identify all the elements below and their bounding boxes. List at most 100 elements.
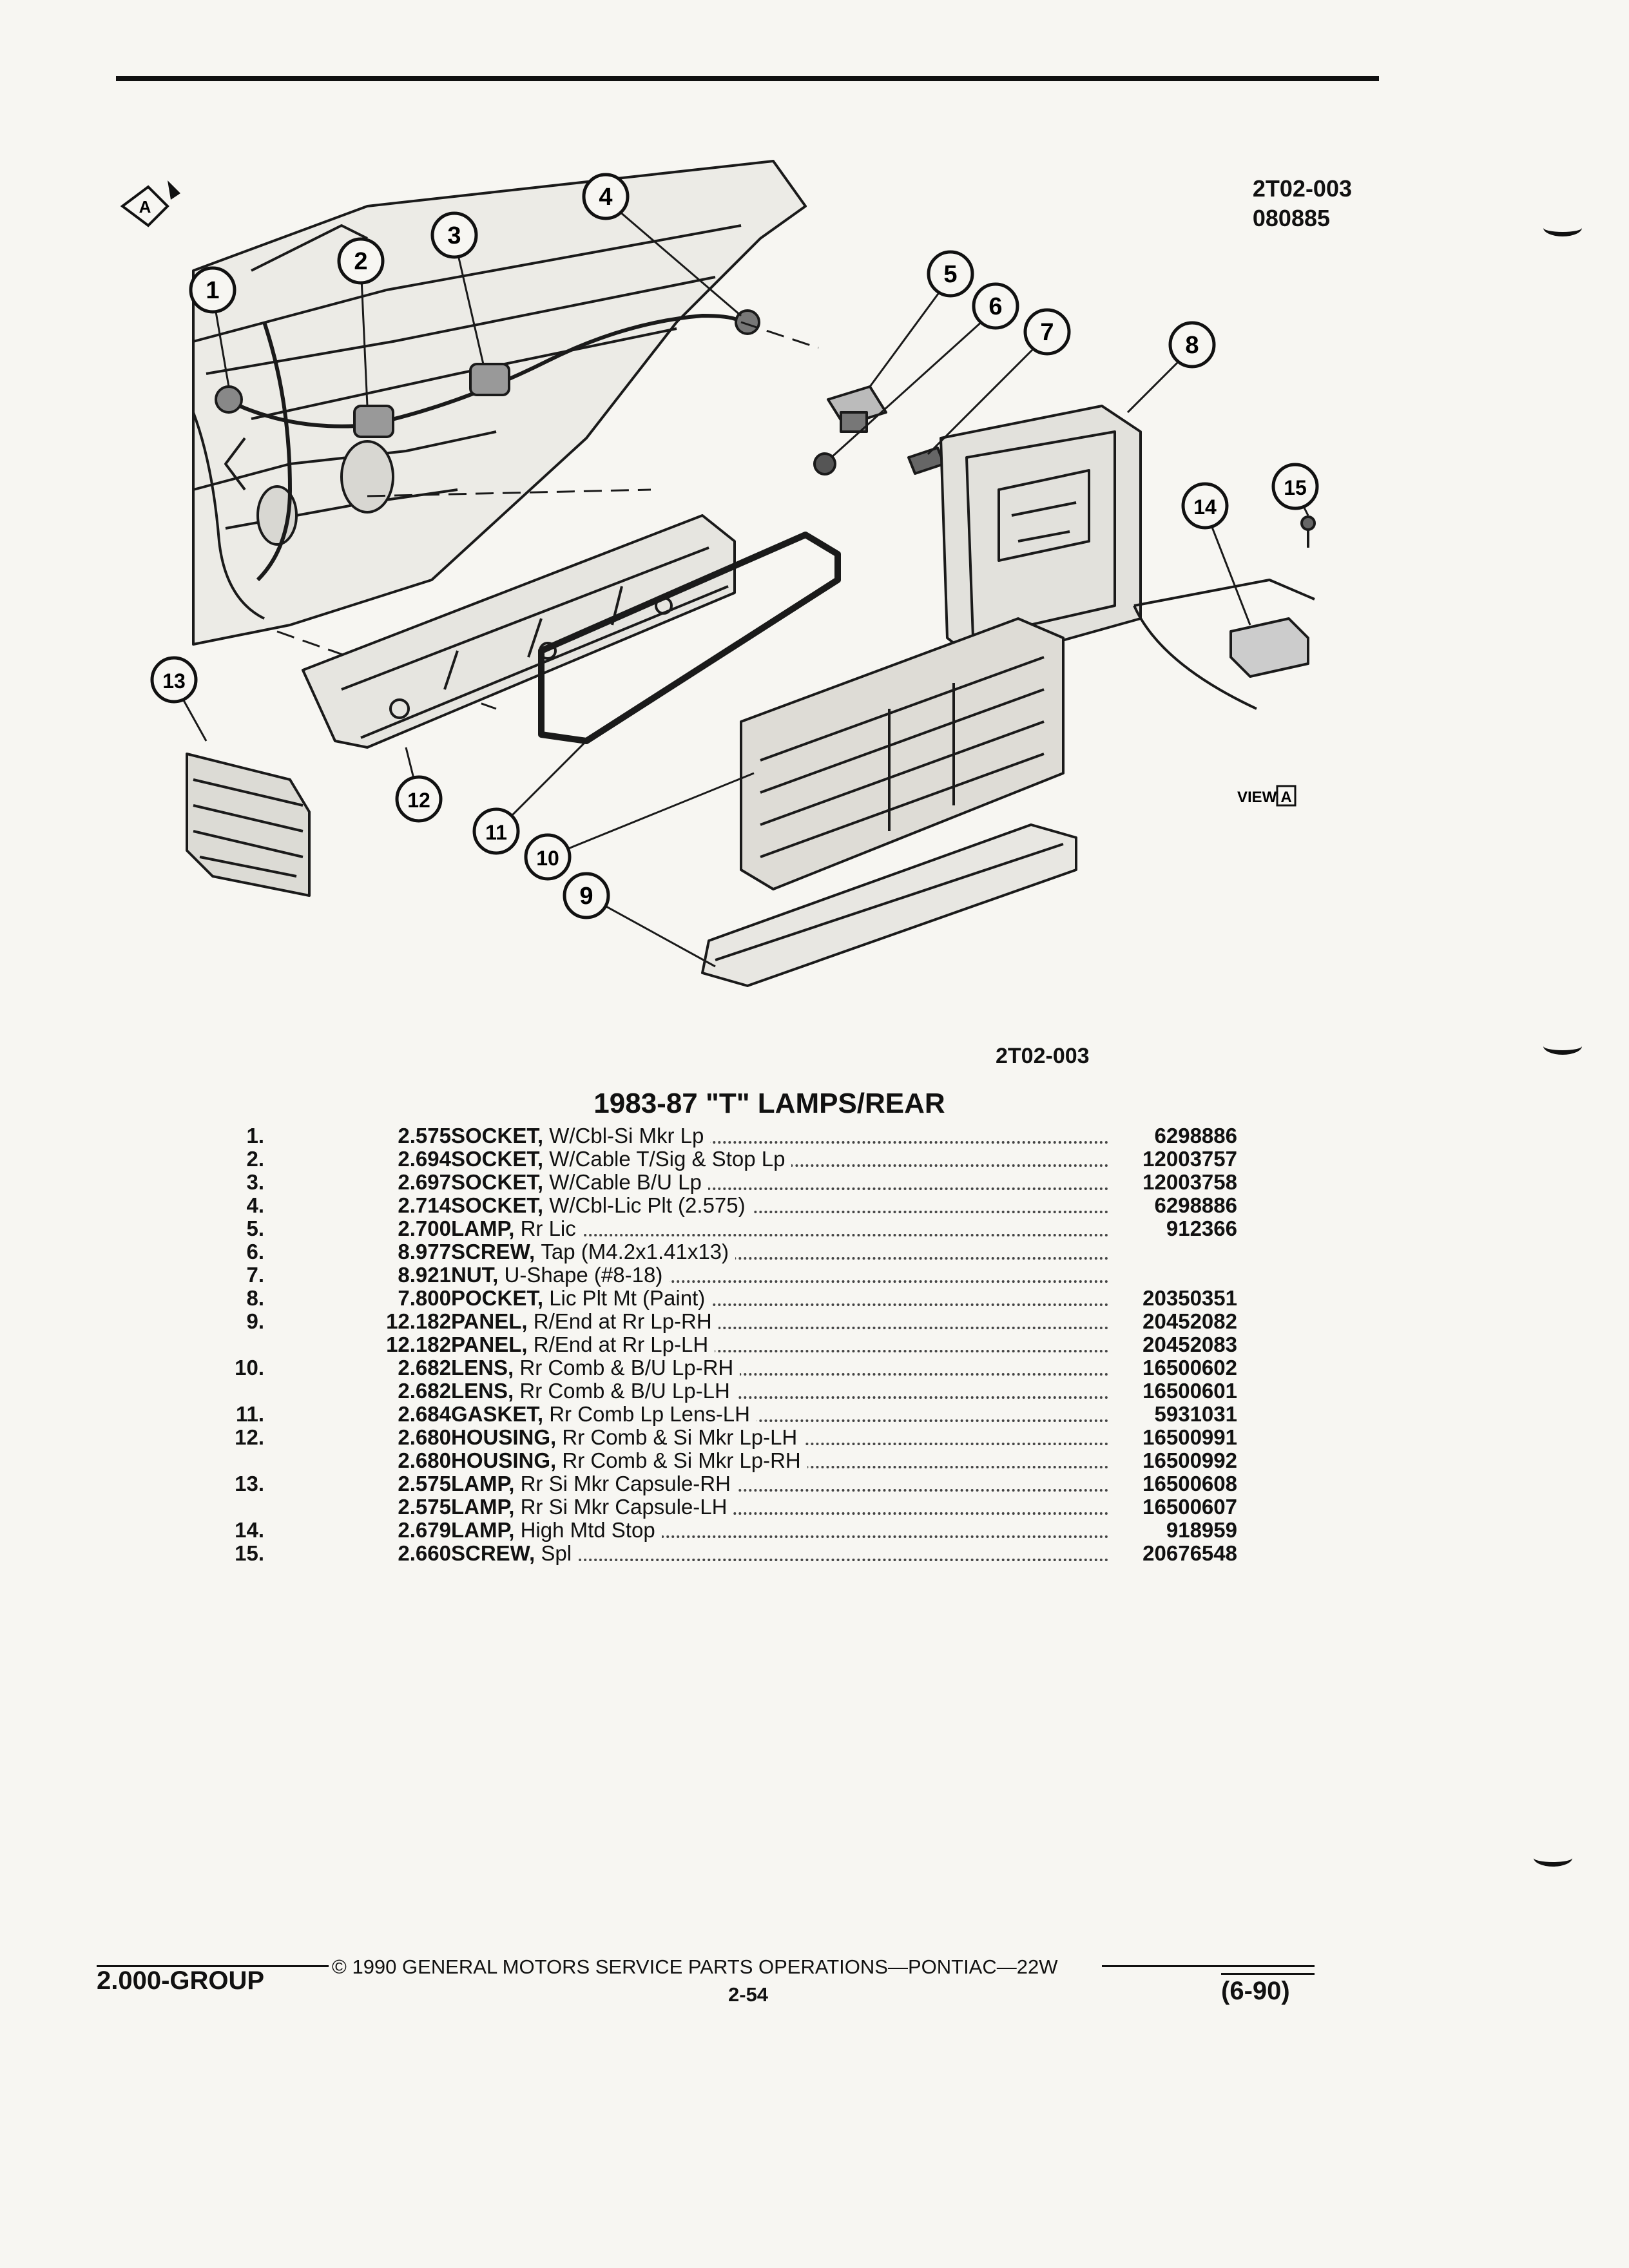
callout-14: 14 xyxy=(1181,482,1229,530)
view-label: VIEW xyxy=(1237,789,1277,806)
callout-number: 8 xyxy=(1185,332,1199,359)
margin-mark xyxy=(1534,1849,1572,1867)
callout-number: 4 xyxy=(599,184,612,211)
callout-10: 10 xyxy=(524,833,572,881)
part-description: LAMP, High Mtd Stop xyxy=(451,1519,1115,1542)
part-name: SOCKET, xyxy=(451,1124,544,1148)
callout-number: 3 xyxy=(447,222,461,249)
part-name: LAMP, xyxy=(451,1495,515,1519)
callout-9: 9 xyxy=(563,872,610,919)
part-description: LAMP, Rr Si Mkr Capsule-RH xyxy=(451,1472,1115,1495)
lens-gasket xyxy=(538,532,841,744)
part-group: 7.800 xyxy=(398,1286,451,1310)
part-name: LAMP, xyxy=(451,1519,515,1542)
part-name: LENS, xyxy=(451,1379,514,1403)
figure-code: 2T02-003 xyxy=(1252,175,1352,202)
callout-circle xyxy=(1168,321,1216,369)
part-group: 8.921 xyxy=(398,1263,451,1287)
callout-circle xyxy=(150,656,198,704)
part-name: LAMP, xyxy=(451,1472,515,1495)
footer-copyright: © 1990 GENERAL MOTORS SERVICE PARTS OPER… xyxy=(332,1956,1058,1978)
callout-circle xyxy=(524,833,572,881)
license-pocket xyxy=(940,405,1142,665)
part-number xyxy=(1115,1240,1237,1264)
callout-6: 6 xyxy=(972,282,1019,330)
callout-5: 5 xyxy=(927,250,974,298)
part-detail: W/Cbl-Si Mkr Lp xyxy=(549,1124,704,1148)
part-detail: Rr Si Mkr Capsule-LH xyxy=(520,1495,728,1519)
part-detail: High Mtd Stop xyxy=(520,1519,655,1542)
part-number xyxy=(1115,1264,1237,1287)
part-description: PANEL, R/End at Rr Lp-RH xyxy=(451,1310,1115,1333)
part-number: 16500992 xyxy=(1142,1448,1237,1472)
orientation-marker-label: A xyxy=(139,197,151,216)
callout-number: 1 xyxy=(206,277,219,304)
top-rule xyxy=(116,76,1379,81)
callout-4: 4 xyxy=(582,173,630,220)
page-number: 2-54 xyxy=(728,1983,769,2006)
part-detail: Spl xyxy=(541,1542,572,1565)
part-ref: 10. xyxy=(235,1356,264,1379)
side-marker-capsule xyxy=(186,753,311,897)
callout-number: 2 xyxy=(354,248,367,275)
part-group: 12.182 xyxy=(386,1309,451,1333)
callout-number: 15 xyxy=(1284,476,1307,499)
section-title: 1983-87 "T" LAMPS/REAR xyxy=(0,1088,1629,1120)
callout-12: 12 xyxy=(395,775,443,823)
part-detail: R/End at Rr Lp-RH xyxy=(533,1310,712,1333)
callout-number: 9 xyxy=(579,883,593,910)
part-group: 2.694 xyxy=(398,1147,451,1171)
part-ref: 8. xyxy=(246,1286,264,1310)
part-name: SCREW, xyxy=(451,1240,535,1264)
part-description: SOCKET, W/Cbl-Lic Plt (2.575) xyxy=(451,1194,1115,1217)
part-detail: W/Cable T/Sig & Stop Lp xyxy=(549,1148,786,1171)
part-ref xyxy=(193,1379,264,1403)
part-number: 20676548 xyxy=(1142,1541,1237,1565)
callout-circle xyxy=(395,775,443,823)
diagram-code: 2T02-003 xyxy=(996,1044,1090,1068)
part-name: HOUSING, xyxy=(451,1449,557,1472)
callout-number: 13 xyxy=(162,669,186,693)
license-lamp-assembly xyxy=(813,385,945,476)
callout-number: 14 xyxy=(1193,495,1217,519)
figure-code-block: 2T02-003 080885 xyxy=(1253,174,1352,233)
part-number: 5931031 xyxy=(1154,1402,1237,1426)
part-description: HOUSING, Rr Comb & Si Mkr Lp-LH xyxy=(451,1426,1115,1449)
callout-2: 2 xyxy=(337,237,385,285)
part-detail: Rr Si Mkr Capsule-RH xyxy=(520,1472,731,1495)
part-ref xyxy=(193,1495,264,1519)
callout-number: 11 xyxy=(485,821,507,844)
part-ref: 9. xyxy=(246,1309,264,1333)
part-number: 20452083 xyxy=(1142,1332,1237,1356)
part-ref: 2. xyxy=(246,1147,264,1171)
part-number: 912366 xyxy=(1166,1216,1237,1240)
part-number: 6298886 xyxy=(1154,1193,1237,1217)
end-panel xyxy=(701,823,1077,987)
part-detail: Rr Comb & Si Mkr Lp-LH xyxy=(562,1426,798,1449)
part-group: 2.575 xyxy=(398,1472,451,1495)
part-detail: Lic Plt Mt (Paint) xyxy=(549,1287,706,1310)
part-group: 2.714 xyxy=(398,1193,451,1217)
margin-mark xyxy=(1543,219,1582,236)
footer-rule-left xyxy=(97,1965,329,1967)
part-group: 2.700 xyxy=(398,1216,451,1240)
footer-revision: (6-90) xyxy=(1221,1977,1290,2005)
callout-circle xyxy=(972,282,1019,330)
part-group: 2.660 xyxy=(398,1541,451,1565)
part-group: 2.682 xyxy=(398,1379,451,1403)
callout-7: 7 xyxy=(1023,308,1071,356)
orientation-marker: A xyxy=(120,180,180,227)
callout-circle xyxy=(337,237,385,285)
part-group: 2.682 xyxy=(398,1356,451,1379)
callout-circle xyxy=(1023,308,1071,356)
callout-circle xyxy=(472,807,520,855)
part-detail: Rr Comb & Si Mkr Lp-RH xyxy=(562,1449,801,1472)
part-name: SOCKET, xyxy=(451,1194,544,1217)
part-name: NUT, xyxy=(451,1264,499,1287)
